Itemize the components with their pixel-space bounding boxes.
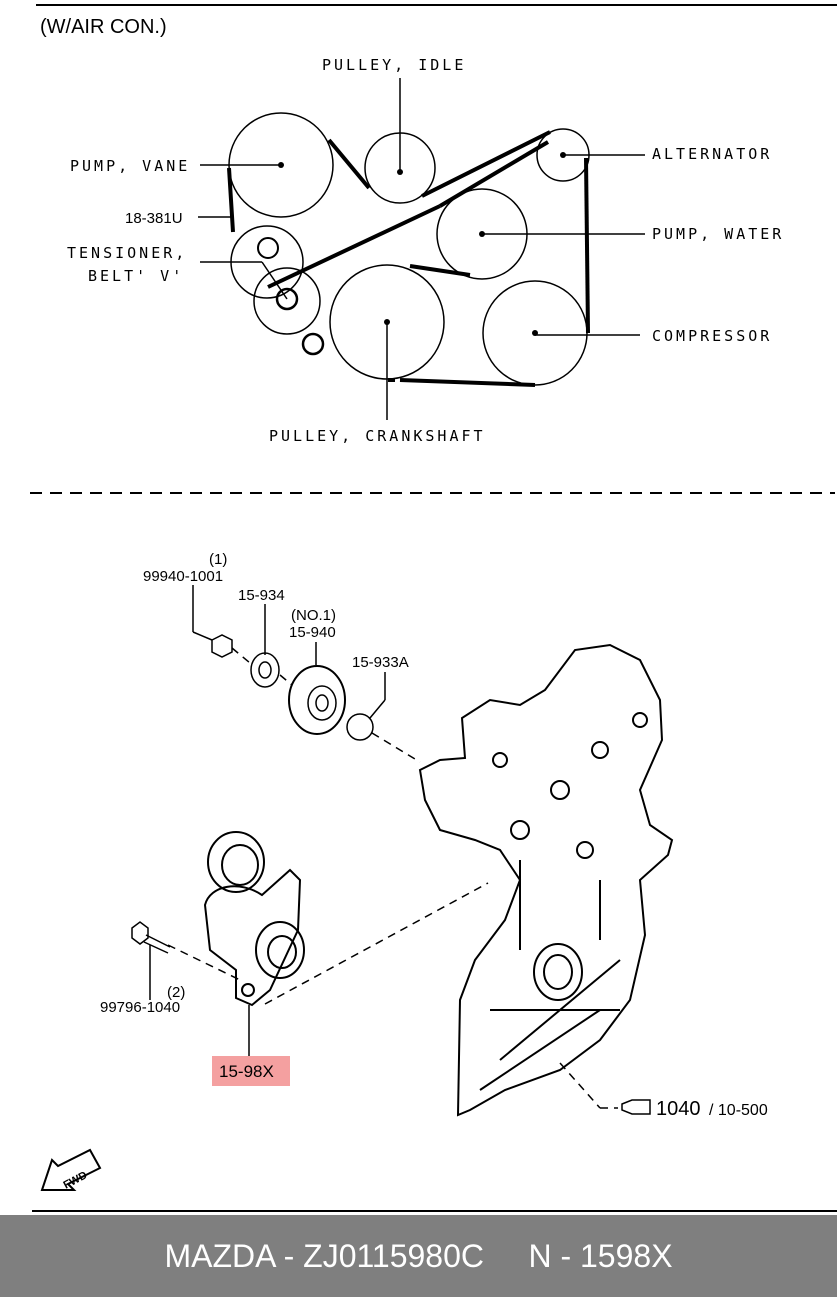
tensioner-hub xyxy=(275,287,299,311)
washer-part xyxy=(250,652,280,688)
idler-code: 15-940 xyxy=(289,624,336,641)
bolt-qty: (2) xyxy=(167,984,185,1001)
parts-diagram: (W/AIR CON.) xyxy=(30,4,837,1212)
ref-page: / 10-500 xyxy=(709,1102,768,1119)
idler-note: (NO.1) xyxy=(291,607,336,624)
label-belt-code: 18-381U xyxy=(125,210,183,227)
label-compressor: COMPRESSOR xyxy=(652,327,772,345)
nut-code: 99940-1001 xyxy=(143,568,223,585)
tensioner-stop xyxy=(301,332,325,356)
label-alternator: ALTERNATOR xyxy=(652,145,772,163)
label-pump-water: PUMP, WATER xyxy=(652,225,784,243)
washer-code: 15-934 xyxy=(238,587,285,604)
timing-cover-part xyxy=(418,643,674,1117)
ref-code: 1040 xyxy=(656,1098,701,1120)
bolt-part xyxy=(131,921,171,954)
label-tensioner-1: TENSIONER, xyxy=(67,244,187,262)
footer-bar: MAZDA - ZJ0115980C N - 1598X xyxy=(0,1215,837,1297)
drive-belt xyxy=(227,130,590,387)
label-tensioner-2: BELT' V' xyxy=(88,267,184,285)
fwd-label: FWD xyxy=(62,1169,90,1191)
section-note: (W/AIR CON.) xyxy=(40,16,167,38)
spacer-part xyxy=(346,713,374,741)
auto-tensioner-part xyxy=(203,831,305,1007)
spacer-code: 15-933A xyxy=(352,654,409,671)
label-pulley-crankshaft: PULLEY, CRANKSHAFT xyxy=(269,427,486,445)
footer-part-number: MAZDA - ZJ0115980C N - 1598X xyxy=(164,1237,673,1274)
nut-part xyxy=(211,634,233,658)
part-highlight xyxy=(212,1056,290,1086)
exploded-parts xyxy=(40,585,674,1191)
fwd-arrow-icon xyxy=(40,1148,102,1191)
nut-qty: (1) xyxy=(209,551,227,568)
ref-arrow-icon xyxy=(621,1099,651,1115)
label-pulley-idle: PULLEY, IDLE xyxy=(322,56,466,74)
tensioner-code: 15-98X xyxy=(219,1062,274,1081)
belt-diagram xyxy=(198,78,645,420)
label-pump-vane: PUMP, VANE xyxy=(70,157,190,175)
idler-pulley-part xyxy=(288,665,346,735)
bolt-code: 99796-1040 xyxy=(100,999,180,1016)
tensioner-pivot xyxy=(257,237,279,259)
tensioner-pulley xyxy=(253,267,321,335)
